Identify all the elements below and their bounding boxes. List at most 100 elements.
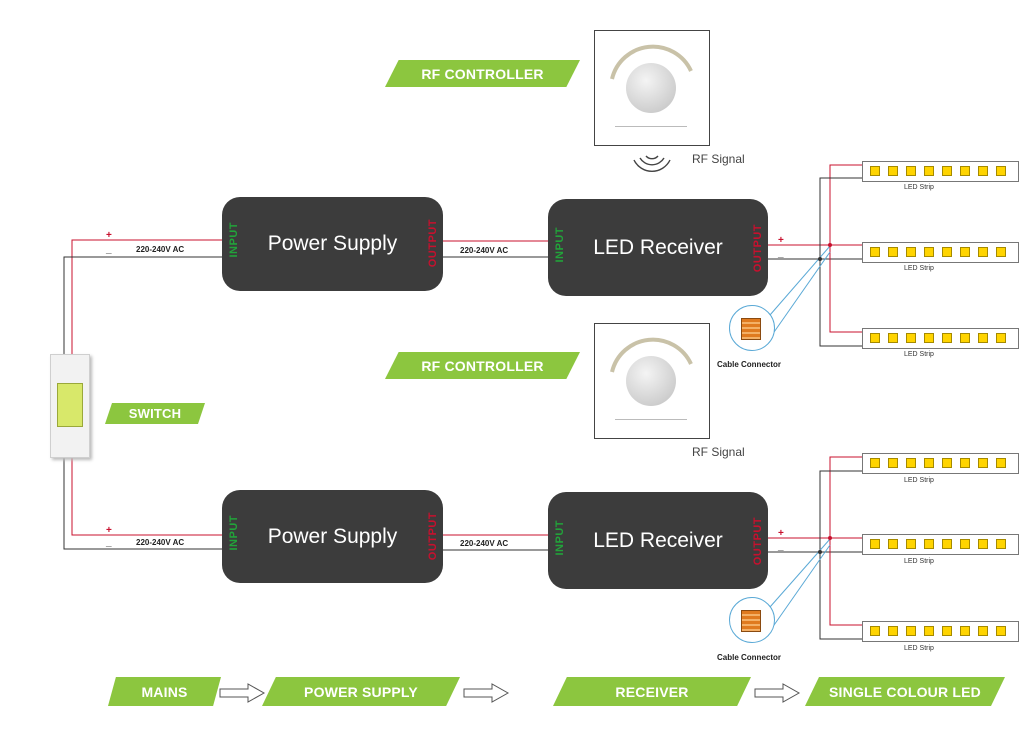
led <box>960 166 970 176</box>
led <box>978 247 988 257</box>
led <box>888 539 898 549</box>
led <box>906 247 916 257</box>
voltage-label: 220-240V AC <box>136 245 185 254</box>
led <box>996 333 1006 343</box>
output-label: OUTPUT <box>752 224 764 273</box>
led <box>960 626 970 636</box>
input-label: INPUT <box>228 515 240 551</box>
led-strip-label: LED Strip <box>904 351 934 358</box>
led-strip <box>862 242 1019 263</box>
power-supply-title: Power Supply <box>267 232 398 255</box>
minus-label: _ <box>778 248 784 259</box>
led <box>942 626 952 636</box>
led <box>960 333 970 343</box>
led <box>870 539 880 549</box>
power-supply-top: Power Supply INPUT OUTPUT <box>222 197 443 291</box>
led <box>960 247 970 257</box>
rf-controller-tag-bottom: RF CONTROLLER <box>385 352 580 379</box>
controller-divider <box>615 126 687 127</box>
wall-switch <box>50 354 90 458</box>
input-label: INPUT <box>554 227 566 263</box>
led <box>996 626 1006 636</box>
led <box>996 247 1006 257</box>
led <box>960 458 970 468</box>
led <box>888 333 898 343</box>
input-label: INPUT <box>554 520 566 556</box>
led-strip <box>862 453 1019 474</box>
power-supply-title: Power Supply <box>267 524 398 548</box>
output-label: OUTPUT <box>427 219 439 268</box>
led <box>978 333 988 343</box>
led-receiver-title: LED Receiver <box>593 528 723 552</box>
led <box>924 626 934 636</box>
led <box>906 333 916 343</box>
led <box>870 247 880 257</box>
rf-signal-label-bottom: RF Signal <box>692 445 745 459</box>
plus-label: + <box>106 230 112 241</box>
mains-tag: MAINS <box>108 677 221 706</box>
voltage-label: 220-240V AC <box>460 246 509 255</box>
led <box>942 458 952 468</box>
single-colour-led-tag: SINGLE COLOUR LED <box>805 677 1005 706</box>
led-strip-label: LED Strip <box>904 477 934 484</box>
led-strip <box>862 534 1019 555</box>
rf-controller-bottom <box>594 323 710 439</box>
led-strip-label: LED Strip <box>904 265 934 272</box>
cable-connector-top <box>729 305 775 351</box>
led-strip-label: LED Strip <box>904 645 934 652</box>
led <box>960 539 970 549</box>
switch-tag: SWITCH <box>105 403 205 424</box>
led <box>942 166 952 176</box>
led-receiver-title: LED Receiver <box>593 235 723 259</box>
dimmer-knob <box>626 63 676 113</box>
plus-label: + <box>778 235 784 246</box>
led-strip <box>862 621 1019 642</box>
plus-label: + <box>778 528 784 539</box>
led <box>978 458 988 468</box>
dimmer-arc <box>610 337 693 373</box>
rf-controller-top <box>594 30 710 146</box>
rf-signal-icon <box>633 155 671 172</box>
led <box>996 166 1006 176</box>
dimmer-arc <box>610 44 693 80</box>
led <box>942 247 952 257</box>
led-receiver-top: LED Receiver INPUT OUTPUT <box>548 199 768 296</box>
led <box>870 166 880 176</box>
connector-block <box>741 610 761 632</box>
led <box>888 166 898 176</box>
flow-arrow-icon <box>463 683 510 703</box>
led-strip-label: LED Strip <box>904 184 934 191</box>
led <box>870 626 880 636</box>
led-strip <box>862 328 1019 349</box>
power-supply-bottom: Power Supply INPUT OUTPUT <box>222 490 443 583</box>
led <box>906 626 916 636</box>
led <box>996 539 1006 549</box>
flow-arrow-icon <box>754 683 801 703</box>
input-label: INPUT <box>228 222 240 258</box>
led <box>888 626 898 636</box>
cable-connector-label: Cable Connector <box>717 653 782 662</box>
led-receiver-bottom: LED Receiver INPUT OUTPUT <box>548 492 768 589</box>
output-label: OUTPUT <box>427 512 439 561</box>
rf-signal-label-top: RF Signal <box>692 152 745 166</box>
minus-label: _ <box>778 541 784 552</box>
voltage-label: 220-240V AC <box>136 538 185 547</box>
controller-divider <box>615 419 687 420</box>
receiver-tag: RECEIVER <box>553 677 751 706</box>
led <box>888 247 898 257</box>
led <box>870 458 880 468</box>
led <box>924 458 934 468</box>
led <box>924 166 934 176</box>
flow-arrow-icon <box>219 683 266 703</box>
led <box>888 458 898 468</box>
minus-label: _ <box>106 244 112 255</box>
minus-label: _ <box>106 537 112 548</box>
led <box>906 458 916 468</box>
led <box>942 539 952 549</box>
led <box>924 247 934 257</box>
rf-controller-tag-top: RF CONTROLLER <box>385 60 580 87</box>
switch-rocker <box>57 383 83 427</box>
plus-label: + <box>106 525 112 536</box>
led <box>978 626 988 636</box>
